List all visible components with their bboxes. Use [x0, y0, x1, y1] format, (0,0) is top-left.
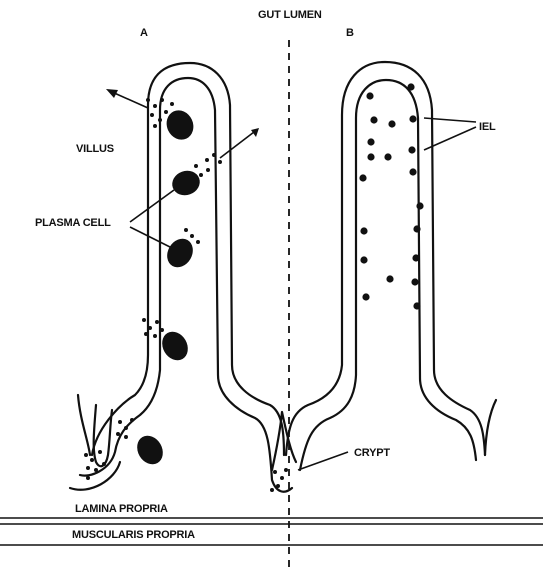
crypt-label: CRYPT [354, 447, 390, 459]
plasma-cell-pointer [130, 190, 174, 222]
plasma-cell [157, 327, 193, 365]
panel-a-label: A [140, 27, 148, 39]
plasma-cell [132, 431, 168, 469]
villus-label: VILLUS [76, 143, 114, 155]
crypt-a-bowl [70, 462, 120, 490]
secretion-dots [84, 98, 288, 492]
plasma-cell [162, 234, 198, 272]
plasma-cell-pointer [130, 227, 172, 248]
panel-b-label: B [346, 27, 354, 39]
muscularis-propria-label: MUSCULARIS PROPRIA [72, 529, 195, 541]
villus-a-inner-border [80, 78, 292, 492]
crypt-b-right [485, 400, 496, 455]
iel-dots [359, 83, 423, 309]
lamina-propria-label: LAMINA PROPRIA [75, 503, 168, 515]
iel-label: IEL [479, 121, 496, 133]
crypt-pointer [298, 452, 348, 470]
plasma-cell [169, 167, 204, 199]
crypt-a-left [94, 405, 112, 466]
gut-lumen-label: GUT LUMEN [258, 9, 322, 21]
plasma-cell-label: PLASMA CELL [35, 217, 111, 229]
